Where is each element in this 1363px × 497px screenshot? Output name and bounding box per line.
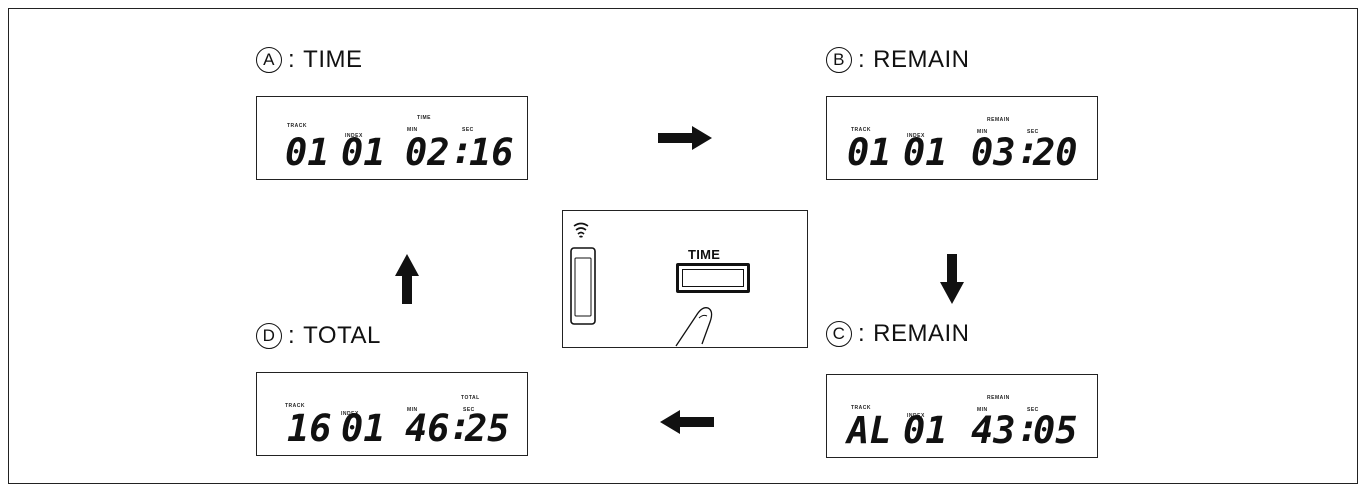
mode-b-letter: B [826,47,852,73]
track-label: TRACK [285,403,305,409]
lcd-display-a: TRACK INDEX TIME MIN SEC 01 01 02 : 16 [256,96,528,180]
diagram-frame [8,8,1358,484]
index-number: 01 [341,131,386,169]
minutes-value: 43 [971,409,1016,447]
lcd-digits: 01 01 03 : 20 [847,129,1078,169]
arrow-down-icon [940,254,964,304]
index-number: 01 [341,407,386,445]
mode-label: TIME [417,115,431,121]
lcd-digits: 01 01 02 : 16 [285,129,514,169]
mode-c-name: REMAIN [873,320,970,347]
lcd-display-c: TRACK INDEX REMAIN MIN SEC AL 01 43 : 05 [826,374,1098,458]
lcd-display-d: TRACK INDEX TOTAL MIN SEC 16 01 46 : 25 [256,372,528,456]
minutes-value: 03 [971,131,1016,169]
mode-label: REMAIN [987,117,1010,123]
track-label: TRACK [851,405,871,411]
sec-label: SEC [1027,129,1039,135]
sec-label: SEC [462,127,474,133]
mode-d-separator: : [288,322,296,349]
seconds-value: 05 [1033,409,1078,447]
arrow-left-icon [660,410,714,434]
mode-b-name: REMAIN [873,46,970,73]
remote-control-icon [570,222,596,325]
mode-c-separator: : [858,320,866,347]
lcd-display-b: TRACK INDEX REMAIN MIN SEC 01 01 03 : 20 [826,96,1098,180]
seconds-value: 20 [1032,131,1078,169]
arrow-up-icon [395,254,419,304]
mode-a-letter: A [256,47,282,73]
sec-label: SEC [463,407,475,413]
mode-a-name: TIME [303,46,363,73]
colon: : [1017,129,1039,169]
mode-b-title: B : REMAIN [826,46,970,74]
track-label: TRACK [851,127,871,133]
signal-waves-icon [573,222,589,238]
index-label: INDEX [341,411,359,417]
track-number: AL [844,409,892,447]
arrow-right-icon [658,126,712,150]
track-label: TRACK [287,123,307,129]
mode-c-letter: C [826,321,852,347]
minutes-value: 46 [405,407,450,445]
index-label: INDEX [907,413,925,419]
index-number: 01 [903,409,948,447]
min-label: MIN [977,407,988,413]
colon: : [451,129,473,169]
min-label: MIN [407,407,418,413]
index-label: INDEX [345,133,363,139]
mode-a-separator: : [288,46,296,73]
mode-b-separator: : [858,46,866,73]
index-number: 01 [903,131,948,169]
time-button[interactable] [676,263,750,293]
mode-d-name: TOTAL [303,322,381,349]
finger-icon [675,307,713,347]
mode-d-title: D : TOTAL [256,322,381,350]
track-number: 01 [285,131,330,169]
track-number: 01 [847,131,892,169]
lcd-digits: 16 01 46 : 25 [287,405,510,445]
time-button-label: TIME [688,247,721,262]
lcd-digits: AL 01 43 : 05 [844,407,1078,447]
mode-a-title: A : TIME [256,46,363,74]
sec-label: SEC [1027,407,1039,413]
colon: : [1017,407,1039,447]
mode-c-title: C : REMAIN [826,320,970,348]
mode-label: TOTAL [461,395,480,401]
index-label: INDEX [907,133,925,139]
track-number: 16 [287,407,332,445]
colon: : [449,405,471,445]
min-label: MIN [977,129,988,135]
mode-label: REMAIN [987,395,1010,401]
min-label: MIN [407,127,418,133]
minutes-value: 02 [405,131,450,169]
seconds-value: 25 [464,407,510,445]
seconds-value: 16 [469,131,514,169]
mode-d-letter: D [256,323,282,349]
